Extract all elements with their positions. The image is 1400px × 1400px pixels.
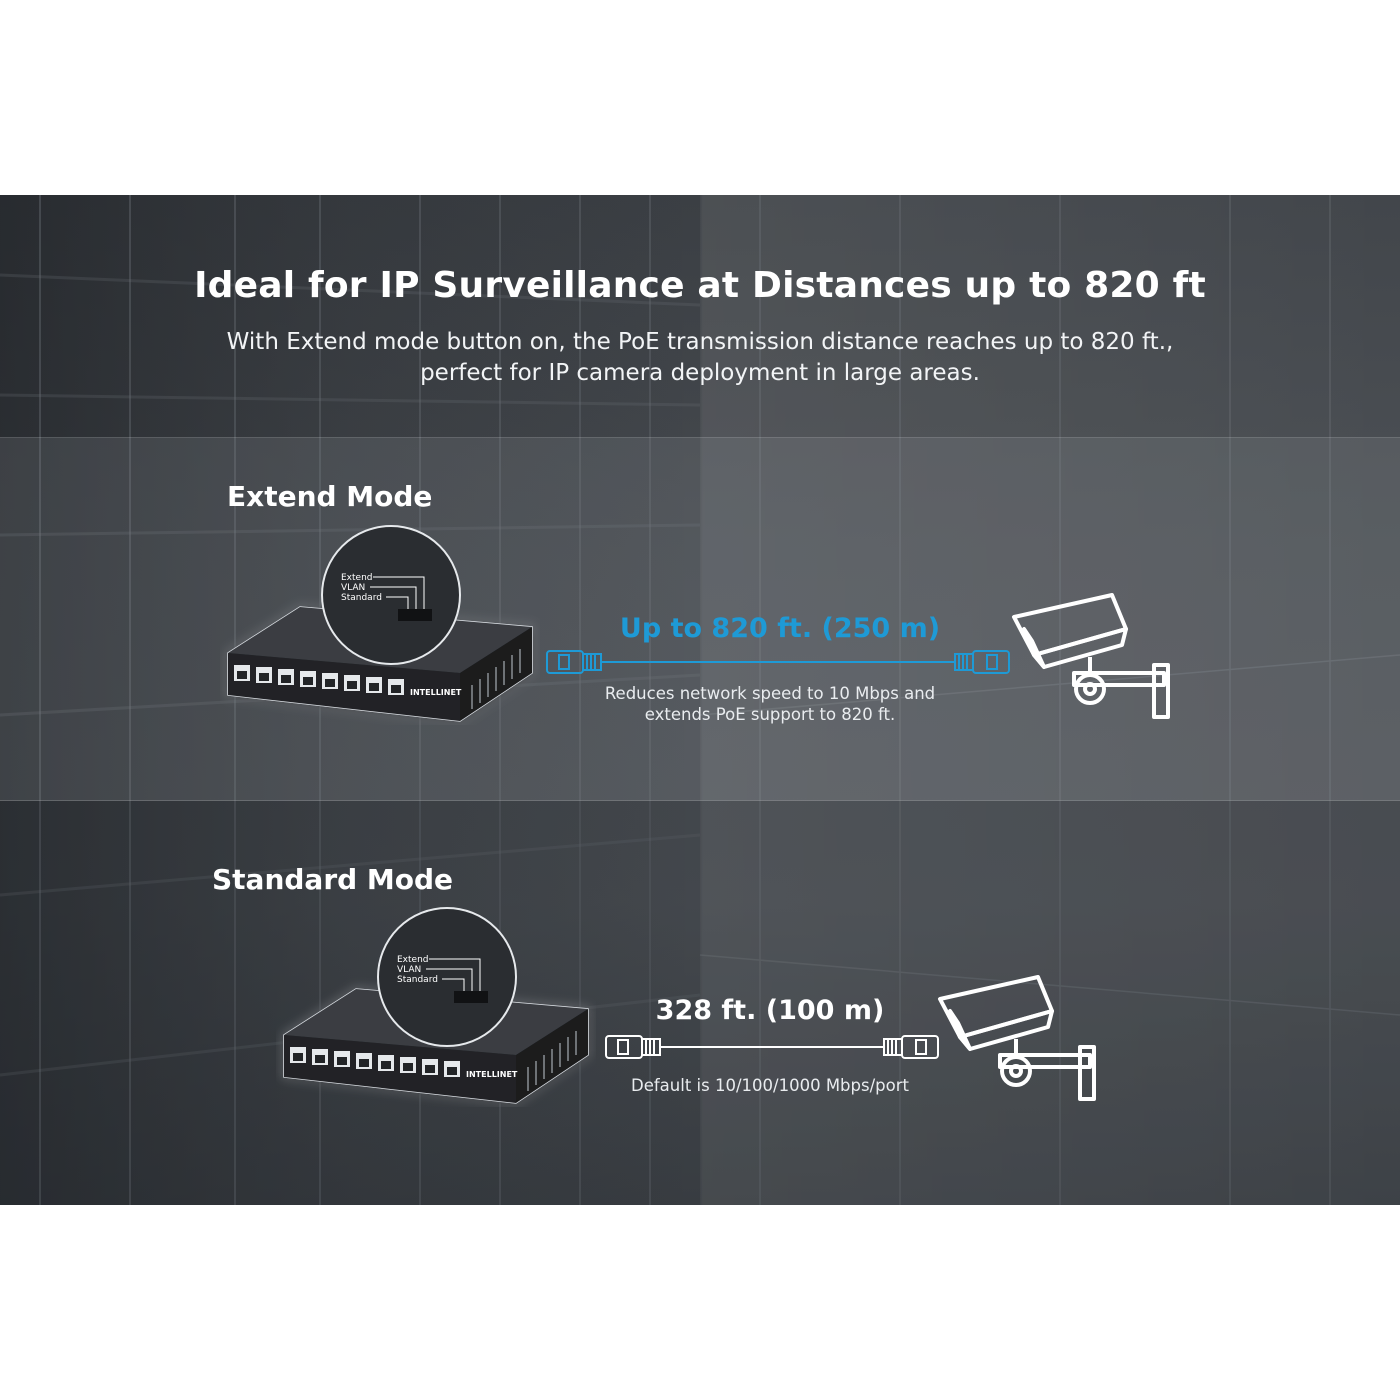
data-center-background	[0, 195, 1400, 1205]
switch-label-vlan: VLAN	[341, 583, 365, 593]
switch-brand-label: INTELLINET	[466, 1070, 518, 1079]
subline-line-2: perfect for IP camera deployment in larg…	[420, 360, 980, 386]
subline: With Extend mode button on, the PoE tran…	[150, 327, 1250, 389]
extend-note-line-1: Reduces network speed to 10 Mbps and	[604, 684, 936, 703]
subline-line-1: With Extend mode button on, the PoE tran…	[226, 329, 1174, 355]
standard-mode-band	[0, 800, 1400, 1205]
standard-mode-note: Default is 10/100/1000 Mbps/port	[631, 1076, 909, 1095]
extend-mode-title: Extend Mode	[227, 480, 433, 513]
hero-banner: Ideal for IP Surveillance at Distances u…	[0, 195, 1400, 1205]
switch-label-standard: Standard	[341, 593, 382, 603]
switch-label-vlan: VLAN	[397, 965, 421, 975]
security-camera-icon	[1012, 593, 1170, 719]
switch-brand-label: INTELLINET	[410, 688, 462, 697]
extend-distance-label: Up to 820 ft. (250 m)	[619, 613, 941, 644]
standard-mode-title: Standard Mode	[212, 863, 454, 896]
network-switch-icon: INTELLINET Extend VLAN Standard	[227, 525, 533, 722]
security-camera-icon	[938, 975, 1096, 1101]
standard-distance-label: 328 ft. (100 m)	[655, 995, 885, 1026]
network-switch-icon: INTELLINET Extend VLAN Standard	[283, 907, 589, 1104]
headline: Ideal for IP Surveillance at Distances u…	[194, 265, 1206, 306]
ethernet-cable-icon	[546, 650, 1010, 674]
extend-mode-band	[0, 437, 1400, 801]
ethernet-cable-icon	[605, 1035, 939, 1059]
switch-label-extend: Extend	[341, 573, 373, 583]
switch-label-standard: Standard	[397, 975, 438, 985]
switch-label-extend: Extend	[397, 955, 429, 965]
extend-note-line-2: extends PoE support to 820 ft.	[644, 705, 896, 724]
extend-mode-note: Reduces network speed to 10 Mbps and ext…	[560, 683, 980, 725]
